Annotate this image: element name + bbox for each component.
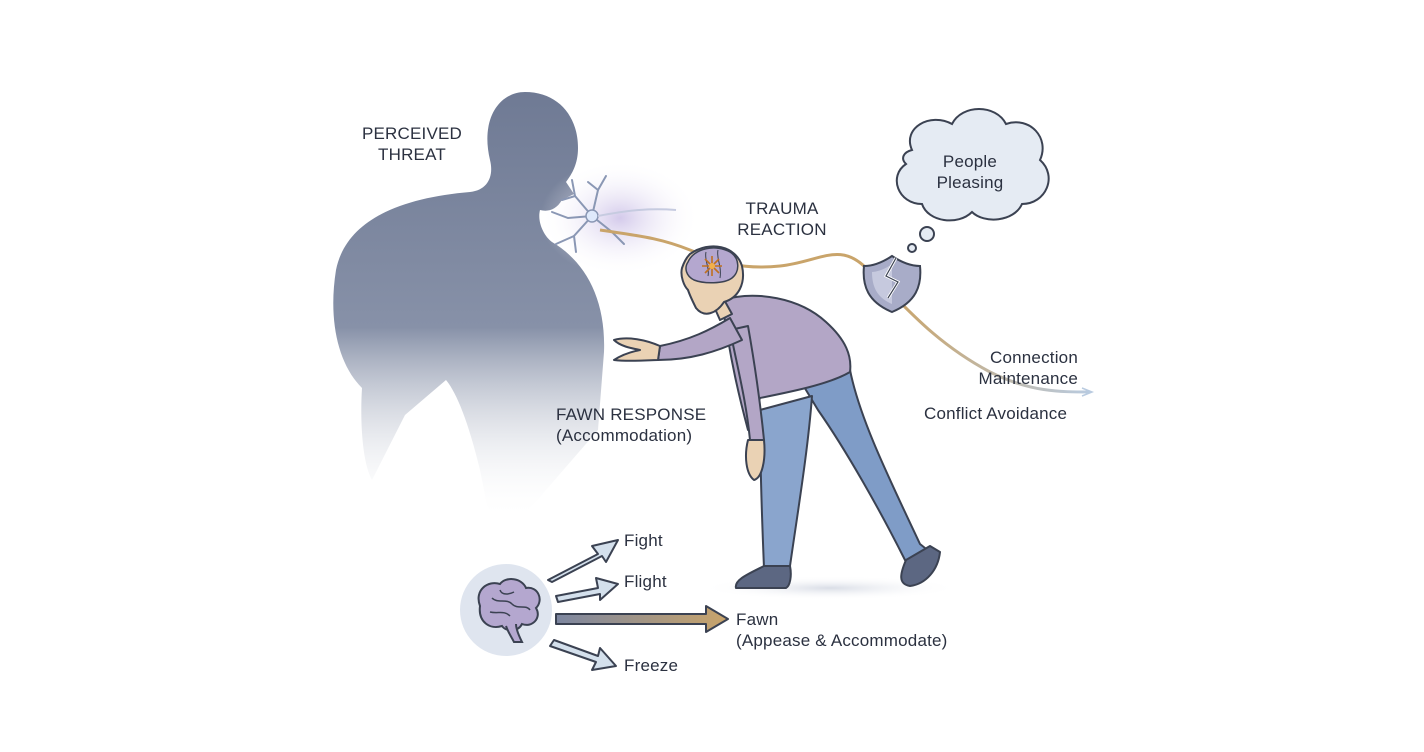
flight-arrow [555,577,619,603]
thought-bubble [895,108,1050,253]
freeze-label: Freeze [624,656,679,675]
brain-icon [460,564,552,656]
fawn-response-label: FAWN RESPONSE (Accommodation) [556,405,707,445]
flight-label: Flight [624,572,667,591]
shield-icon [862,254,922,314]
trauma-reaction-label: TRAUMA REACTION [737,199,827,239]
neuron-icon [540,160,700,276]
perceived-threat-label: PERCEIVED THREAT [361,124,463,164]
fight-label: Fight [624,531,663,550]
fawn-label: Fawn (Appease & Accommodate) [736,610,948,650]
fawn-arrow [555,605,729,633]
conflict-avoidance-label: Conflict Avoidance [924,404,1068,423]
fawning-person [613,245,941,589]
threat-silhouette [333,92,605,520]
fight-arrow [547,539,619,583]
reaction-path [599,228,1091,394]
freeze-arrow [549,639,617,671]
people-pleasing-label: People Pleasing [936,152,1004,192]
connection-maintenance-label: Connection Maintenance [978,348,1078,388]
